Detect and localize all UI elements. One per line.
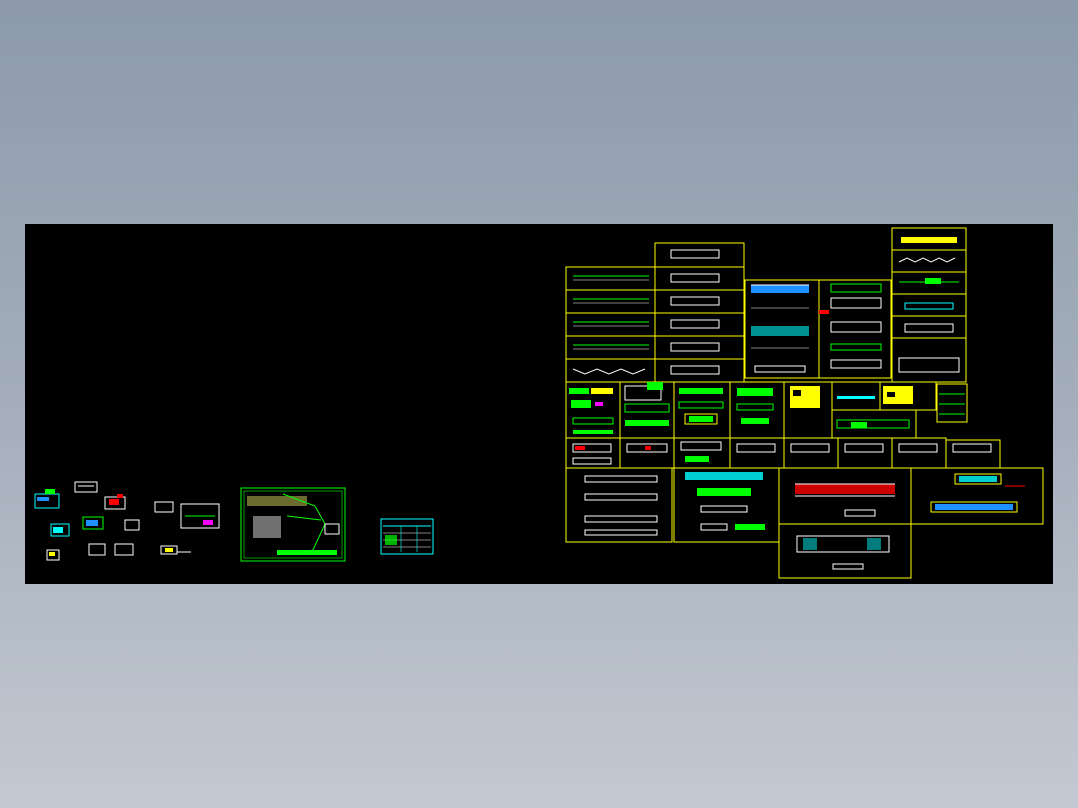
detail-block: [37, 497, 49, 501]
detail-block: [114, 543, 134, 556]
drawing-canvas[interactable]: [25, 224, 1053, 584]
schedule-table-sheet[interactable]: [380, 518, 434, 555]
detail-block: [46, 549, 60, 561]
detail-block: [82, 516, 104, 530]
detail-block: [124, 519, 140, 531]
detail-block: [74, 481, 98, 493]
site-plan-sheet[interactable]: [240, 487, 346, 562]
detail-block: [88, 543, 106, 556]
detail-grid-sheets[interactable]: [565, 381, 937, 439]
detail-block: [160, 545, 178, 555]
fence-elevation-sheets[interactable]: [744, 279, 892, 379]
detail-cluster-left: [34, 481, 220, 561]
detail-block: [180, 503, 220, 529]
detail-block: [50, 523, 70, 537]
detail-block: [45, 489, 55, 494]
detail-row-sheets[interactable]: [565, 437, 1001, 469]
elevation-sheets-col-b[interactable]: [654, 242, 745, 383]
elevation-sheets-col-a[interactable]: [565, 266, 656, 383]
detail-block: [154, 501, 174, 513]
detail-block: [104, 496, 126, 510]
plan-section-sheets[interactable]: [565, 467, 1044, 579]
cad-model-space[interactable]: [25, 224, 1053, 584]
gate-elevation-sheets[interactable]: [891, 227, 968, 423]
